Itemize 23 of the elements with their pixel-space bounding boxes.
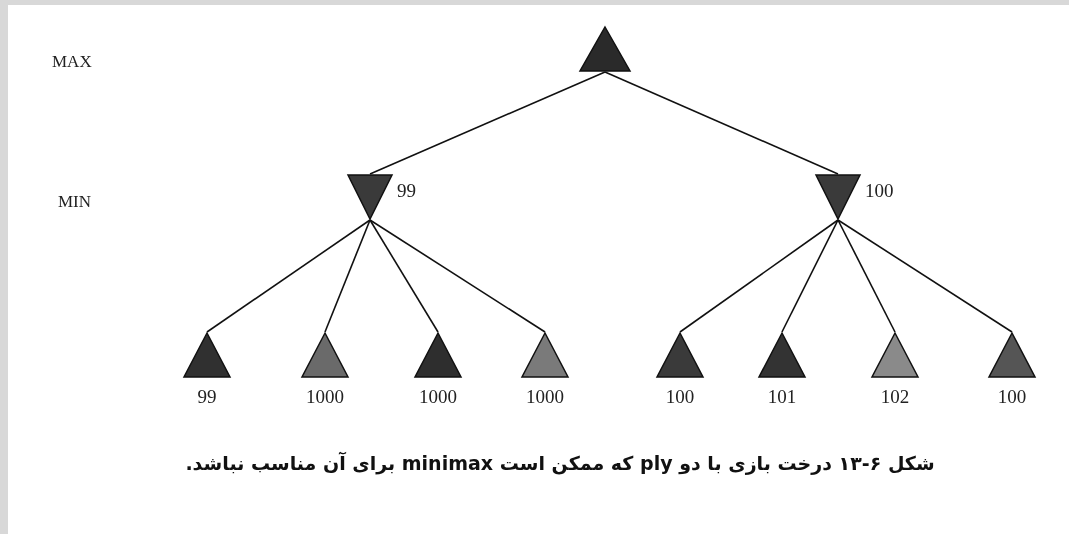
tree-edge [369, 219, 546, 333]
node-value: 1000 [418, 386, 458, 408]
tree-edge [837, 219, 896, 333]
node-value: 100 [664, 386, 696, 408]
node-value: 100 [996, 386, 1028, 408]
tree-edge [679, 219, 839, 333]
level-label: MIN [58, 192, 92, 212]
tree-edge [604, 71, 839, 175]
node-value: 102 [879, 386, 911, 408]
node-value: 1000 [305, 386, 345, 408]
node-value: 99 [196, 386, 218, 408]
tree-edge [206, 219, 371, 333]
figure-caption: شکل ۶-۱۳ درخت بازی با دو ply که ممکن است minimax برای آن مناسب نباشد. [184, 452, 936, 474]
tree-edge [324, 219, 371, 333]
tree-edge [781, 219, 839, 333]
tree-edge [369, 71, 606, 175]
node-value: 99 [397, 180, 416, 202]
level-label: MAX [52, 52, 92, 72]
tree-edge [837, 219, 1013, 333]
node-value: 100 [865, 180, 894, 202]
node-value: 1000 [525, 386, 565, 408]
tree-edge [369, 219, 439, 333]
node-value: 101 [766, 386, 798, 408]
